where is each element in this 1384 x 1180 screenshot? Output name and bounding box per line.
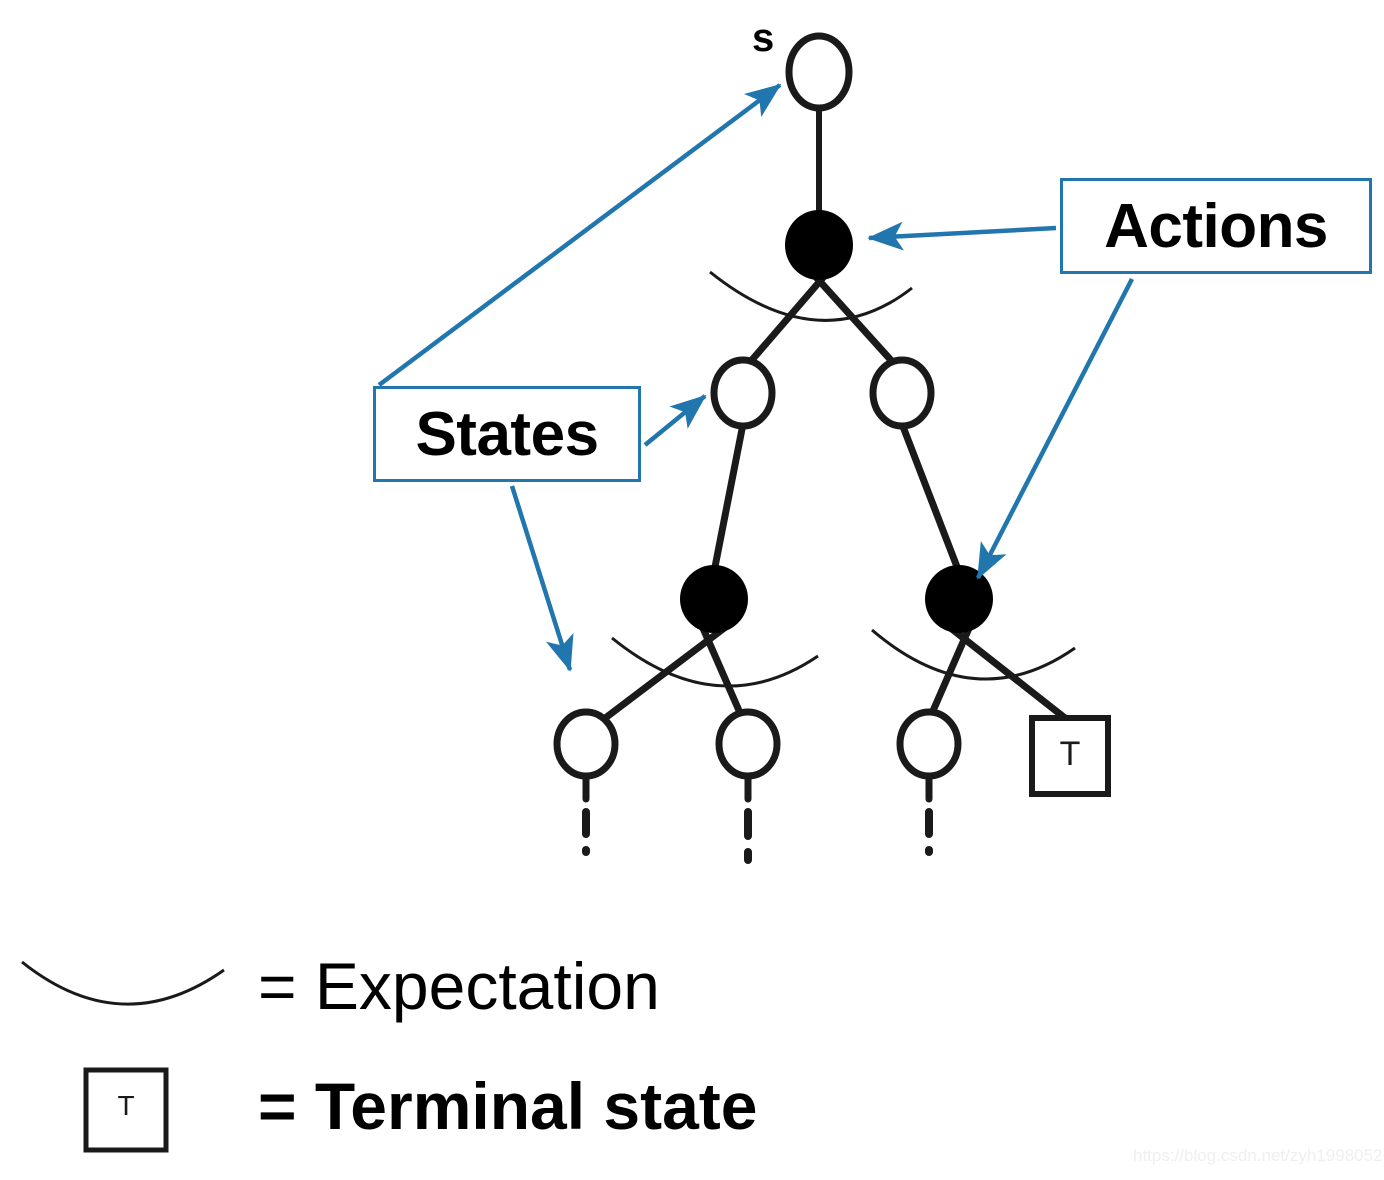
legend-expectation-arc bbox=[21, 960, 225, 1006]
edge-state-right-to-action3 bbox=[898, 420, 963, 576]
state-node-leaf-a[interactable] bbox=[553, 708, 619, 780]
state-node-leaf-b[interactable] bbox=[715, 708, 781, 780]
callout-arrows bbox=[377, 83, 1135, 672]
terminal-state-node[interactable] bbox=[1029, 715, 1111, 797]
state-node-level2-right[interactable] bbox=[869, 356, 935, 430]
state-node-level2-left[interactable] bbox=[710, 356, 776, 430]
edge-action2-to-leaf-b bbox=[698, 622, 748, 726]
legend-expectation-label: = Expectation bbox=[258, 949, 660, 1023]
legend-terminal-label: = Terminal state bbox=[258, 1069, 758, 1143]
expectation-arcs bbox=[611, 270, 1076, 688]
expectation-arc-action1 bbox=[709, 270, 913, 322]
callout-states[interactable]: States bbox=[373, 386, 641, 482]
expectation-arc-action3 bbox=[871, 628, 1076, 681]
terminal-state-letter: T bbox=[1059, 735, 1081, 773]
state-node-leaf-c[interactable] bbox=[896, 708, 962, 780]
callout-states-label: States bbox=[415, 399, 599, 469]
arrow-states-to-level2-state bbox=[643, 394, 707, 447]
edge-action3-to-terminal bbox=[944, 622, 1069, 722]
watermark-text: https://blog.csdn.net/zyh19980527 bbox=[1133, 1146, 1384, 1165]
action-node-left[interactable] bbox=[680, 565, 748, 633]
action-nodes bbox=[680, 210, 993, 633]
action-node-top[interactable] bbox=[785, 210, 853, 280]
arrow-states-to-root-state bbox=[377, 83, 782, 387]
arrow-actions-to-top-action bbox=[867, 221, 1057, 251]
action-node-right[interactable] bbox=[925, 565, 993, 633]
legend-terminal-square bbox=[83, 1067, 169, 1153]
state-node-root[interactable] bbox=[785, 32, 853, 112]
callout-actions-label: Actions bbox=[1104, 191, 1328, 261]
arrow-states-to-leaf-state bbox=[509, 485, 574, 672]
callout-actions[interactable]: Actions bbox=[1060, 178, 1372, 274]
edge-state-left-to-action2 bbox=[710, 420, 747, 576]
expectation-arc-action2 bbox=[611, 636, 819, 688]
root-state-label: s bbox=[752, 16, 775, 60]
legend-terminal-letter: T bbox=[117, 1090, 135, 1121]
arrow-actions-to-right-action bbox=[975, 277, 1135, 580]
state-nodes bbox=[553, 32, 962, 780]
